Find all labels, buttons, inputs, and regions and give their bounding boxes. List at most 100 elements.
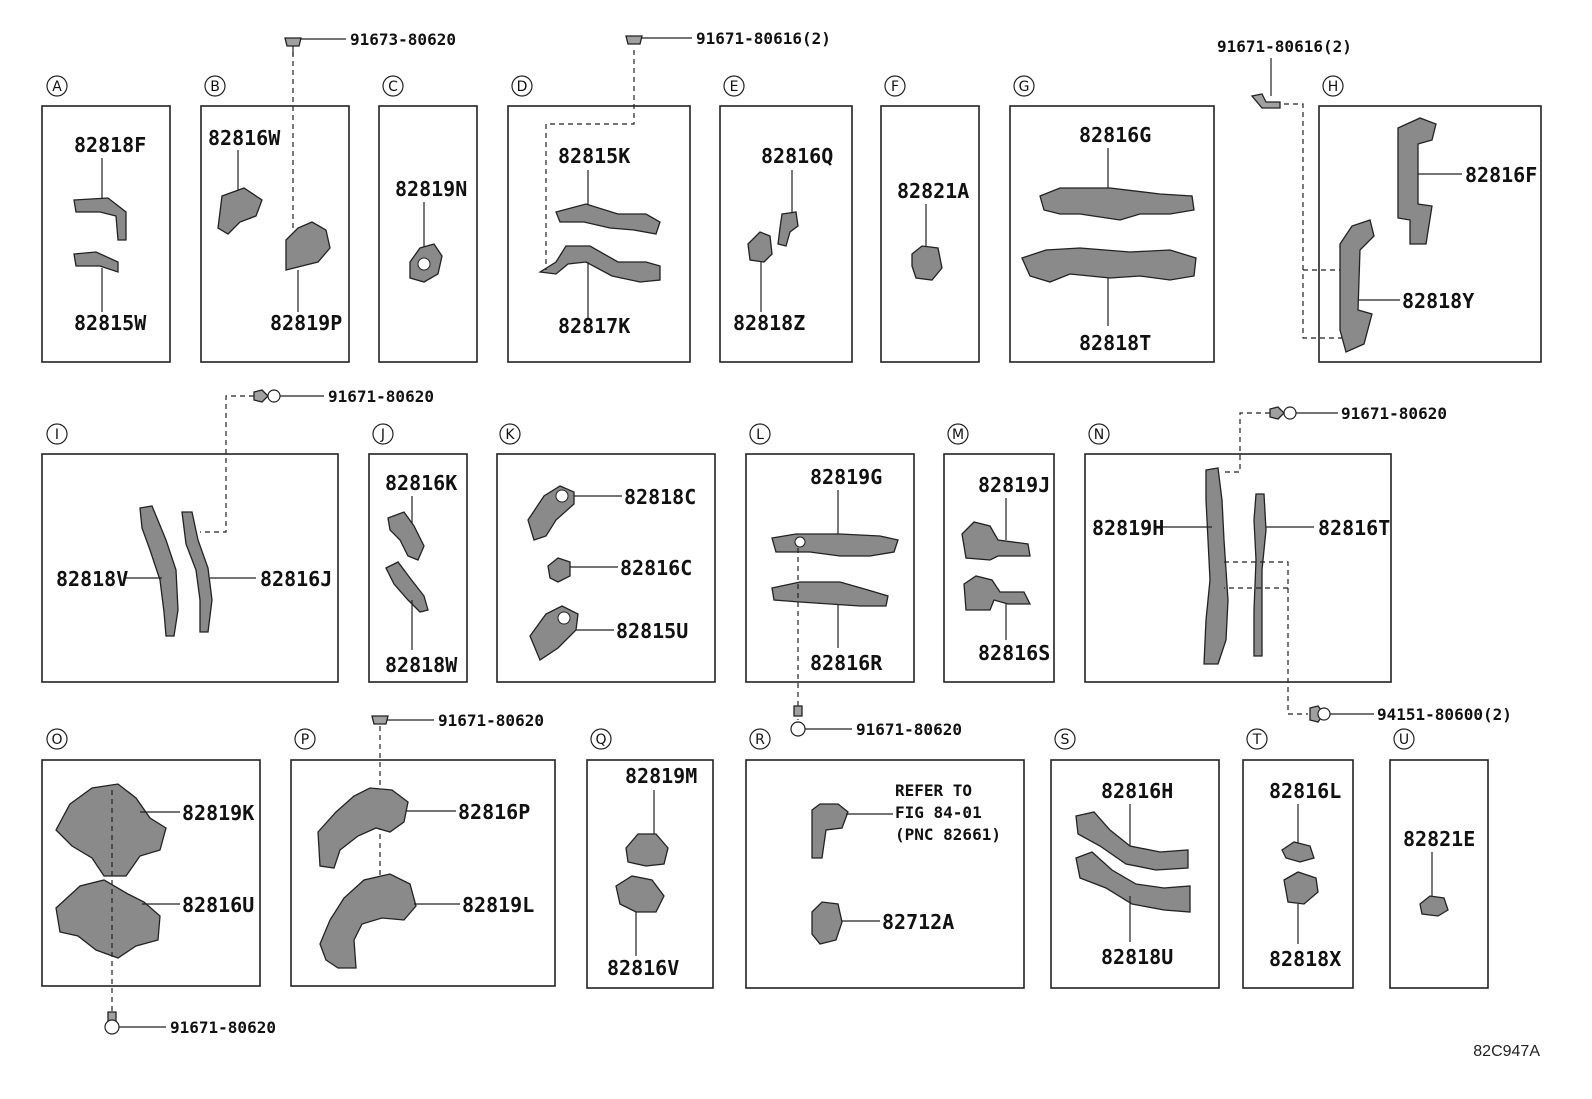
section-u-box [1389,759,1489,989]
part-label-82815W[interactable]: 82815W [74,311,147,335]
part-label-82816W[interactable]: 82816W [208,126,281,150]
section-h-box [1318,105,1542,363]
part-label-82816C[interactable]: 82816C [620,556,692,580]
part-label-82815K[interactable]: 82815K [558,144,630,168]
section-a: A 82818F 82815W [41,75,171,363]
part-label-82816S[interactable]: 82816S [978,641,1050,665]
section-d-box [507,105,691,363]
section-letter-q: Q [595,732,606,748]
part-label-82819J[interactable]: 82819J [978,473,1050,497]
section-a-box [41,105,171,363]
bolt-label-i[interactable]: 91671-80620 [328,387,434,406]
section-letter-p: P [301,732,309,748]
section-letter-b: B [210,79,220,95]
section-d: D 82815K 82817K 91671-80616(2) [507,29,831,363]
part-label-82815U[interactable]: 82815U [616,619,688,643]
section-t: T 82816L 82818X [1242,728,1354,989]
bolt-label-h[interactable]: 91671-80616(2) [1217,37,1352,56]
bolt-label-n2[interactable]: 94151-80600(2) [1377,705,1512,724]
clip-82816C [547,557,571,583]
part-label-82819M[interactable]: 82819M [625,764,697,788]
bolt-label-l[interactable]: 91671-80620 [856,720,962,739]
bolt-label-b[interactable]: 91673-80620 [350,30,456,49]
section-r: R REFER TO FIG 84-01 (PNC 82661) 82712A [745,728,1025,989]
part-label-82819H[interactable]: 82819H [1092,516,1164,540]
section-letter-h: H [1328,79,1339,95]
bracket-82819J [961,521,1031,561]
section-n-box [1084,453,1392,683]
part-label-82818U[interactable]: 82818U [1101,945,1173,969]
section-c-box [378,105,478,363]
part-label-82816K[interactable]: 82816K [385,471,457,495]
bracket-82818W [385,561,429,613]
bracket-82818U [1075,851,1191,913]
note-line-2: FIG 84-01 [895,803,982,822]
bolt-label-d[interactable]: 91671-80616(2) [696,29,831,48]
part-label-82821E[interactable]: 82821E [1403,827,1475,851]
part-label-82818C[interactable]: 82818C [624,485,696,509]
section-letter-j: J [380,427,385,443]
section-letter-r: R [755,732,765,748]
bracket-82818Y [1339,219,1375,353]
section-p: P 91671-80620 82816P 82819L [290,711,556,987]
part-label-82816V[interactable]: 82816V [607,956,679,980]
bolt-label-o[interactable]: 91671-80620 [170,1018,276,1037]
bracket-82816K [387,511,425,561]
section-letter-s: S [1061,732,1070,748]
part-label-82816F[interactable]: 82816F [1465,163,1537,187]
part-label-82816L[interactable]: 82816L [1269,779,1341,803]
part-label-82816J[interactable]: 82816J [260,567,332,591]
part-label-82816T[interactable]: 82816T [1318,516,1390,540]
bolt-label-n[interactable]: 91671-80620 [1341,404,1447,423]
part-label-82818F[interactable]: 82818F [74,133,146,157]
part-label-82819N[interactable]: 82819N [395,177,467,201]
part-label-82818T[interactable]: 82818T [1079,331,1151,355]
part-label-82816U[interactable]: 82816U [182,893,254,917]
clip-82818Z [747,231,773,263]
section-letter-k: K [505,427,515,443]
section-letter-i: I [55,427,59,443]
part-label-82817K[interactable]: 82817K [558,314,630,338]
bolt-icon [793,705,803,717]
section-letter-c: C [388,79,398,95]
section-letter-e: E [730,79,739,95]
part-label-82819P[interactable]: 82819P [270,311,342,335]
note-line-1: REFER TO [895,781,972,800]
bracket-82819K [55,783,167,877]
part-label-82819G[interactable]: 82819G [810,465,882,489]
part-label-82819L[interactable]: 82819L [462,893,534,917]
bracket-82816G [1039,187,1195,221]
section-i-box [41,453,339,683]
section-letter-a: A [52,79,62,95]
bracket-82818V [139,505,179,637]
part-label-82816Q[interactable]: 82816Q [761,144,833,168]
part-label-82818Z[interactable]: 82818Z [733,311,805,335]
section-u: U 82821E [1389,728,1489,989]
part-label-82816G[interactable]: 82816G [1079,123,1151,147]
bracket-82819H [1203,467,1229,665]
bracket-82816W [217,187,263,235]
section-s-box [1050,759,1220,989]
part-label-82818V[interactable]: 82818V [56,567,128,591]
section-letter-o: O [51,732,62,748]
part-label-82816P[interactable]: 82816P [458,800,530,824]
part-label-82818W[interactable]: 82818W [385,653,458,677]
part-label-82821A[interactable]: 82821A [897,179,969,203]
bolt-label-p[interactable]: 91671-80620 [438,711,544,730]
section-s: S 82816H 82818U [1050,728,1220,989]
part-label-82712A[interactable]: 82712A [882,910,954,934]
section-m-box [943,453,1055,683]
clip-82821A [911,245,943,281]
part-label-82819K[interactable]: 82819K [182,801,254,825]
part-label-82818X[interactable]: 82818X [1269,947,1341,971]
section-letter-t: T [1252,732,1262,748]
part-label-82816H[interactable]: 82816H [1101,779,1173,803]
bolt-icon [284,37,302,47]
part-label-82816R[interactable]: 82816R [810,651,883,675]
bolt-icon [371,715,389,725]
section-letter-f: F [891,79,899,95]
bracket-82816T [1253,493,1267,657]
part-label-82818Y[interactable]: 82818Y [1402,289,1474,313]
bracket-82816U [55,879,161,959]
